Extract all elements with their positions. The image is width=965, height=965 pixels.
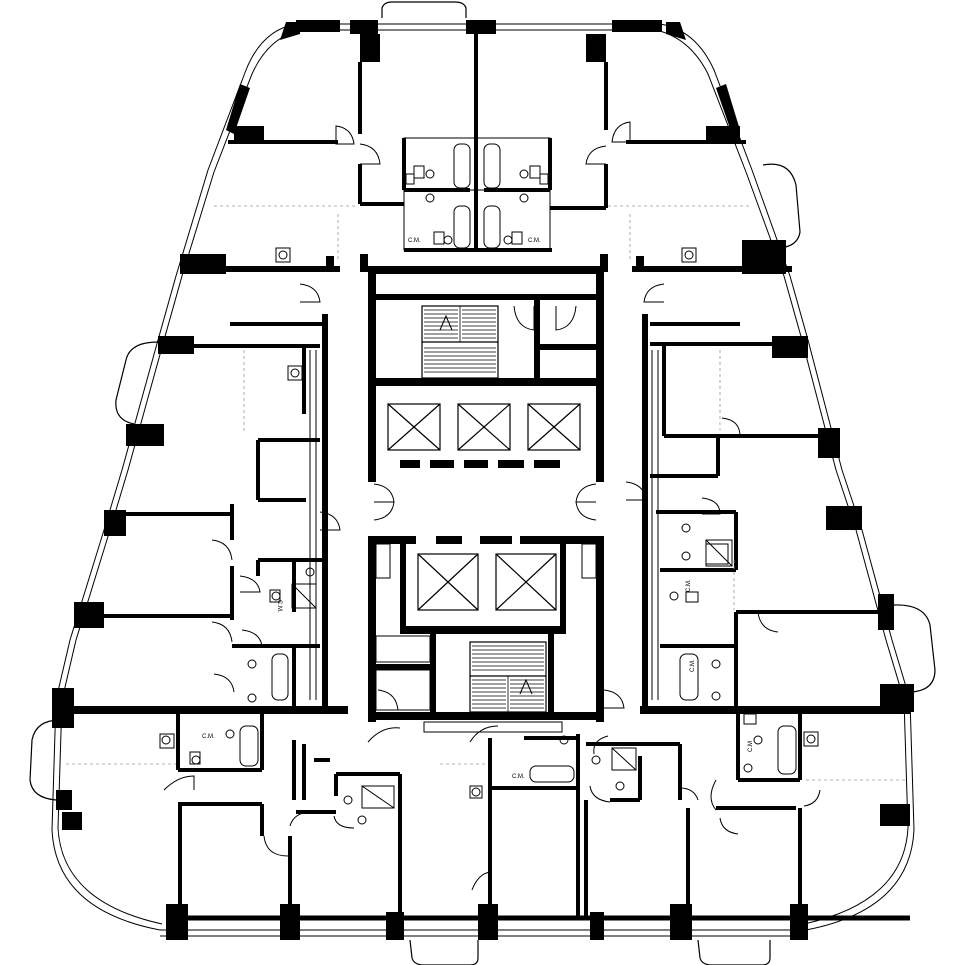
- balcony-right-upper: [762, 163, 801, 249]
- label-wm: С.М.: [276, 600, 282, 613]
- balcony-bottom-right: [697, 939, 771, 965]
- stair-upper: [421, 305, 499, 379]
- balconies: [29, 1, 936, 965]
- core: [368, 266, 604, 722]
- apartment-walls: [104, 22, 910, 921]
- balcony-right-lower: [893, 604, 936, 693]
- label-wm-alt: С.М: [748, 741, 754, 752]
- label-wm: С.М.: [202, 734, 215, 740]
- labels: С.М. С.М. С.М. С.М. С.М. С.М. С.М. С.М: [202, 238, 754, 780]
- corridor-walls: [60, 254, 910, 714]
- balcony-left-upper: [115, 341, 159, 425]
- dashed-lines: [66, 205, 906, 781]
- balcony-left-lower: [29, 719, 61, 801]
- label-wm: С.М.: [408, 238, 421, 244]
- balcony-top: [381, 1, 467, 18]
- partition-lines: [309, 137, 659, 733]
- doors: [163, 121, 821, 891]
- facade-glazing: [51, 23, 915, 937]
- balcony-bottom-left: [409, 939, 479, 965]
- label-wm: С.М.: [690, 659, 696, 672]
- label-wm: С.М.: [512, 774, 525, 780]
- label-wm: С.М.: [528, 238, 541, 244]
- stair-lower: [469, 641, 547, 713]
- fixtures: [159, 143, 819, 825]
- label-wm: С.М.: [686, 579, 692, 592]
